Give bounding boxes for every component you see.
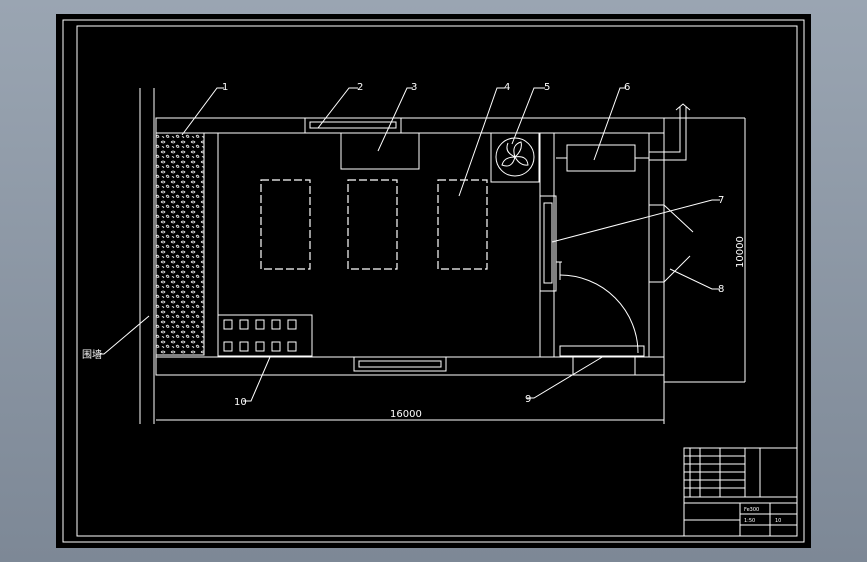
title-block-drawing-no: 10 (775, 518, 781, 524)
callout-6: 6 (624, 82, 630, 93)
callout-1: 1 (222, 82, 228, 93)
title-block-material: Fe300 (744, 507, 759, 513)
side-room-sill (572, 356, 636, 376)
bottom-window-glass (358, 360, 442, 368)
leader-lines (100, 87, 720, 402)
side-room-step (559, 345, 645, 357)
outer-border (62, 19, 805, 543)
title-block (683, 447, 798, 537)
callout-8: 8 (718, 284, 724, 295)
fan-icon (495, 137, 535, 177)
callout-7: 7 (718, 195, 724, 206)
battery-rack (217, 314, 313, 357)
title-block-scale: 1:50 (744, 518, 755, 524)
wall-label: 围墙 (82, 348, 102, 361)
door-swing-arc (559, 274, 639, 354)
callout-3: 3 (411, 82, 417, 93)
bottom-window (353, 356, 447, 372)
inner-border (76, 25, 798, 537)
fan-blades (501, 141, 529, 167)
callout-4: 4 (504, 82, 510, 93)
dimension-width: 16000 (390, 409, 422, 420)
duct-arrow (675, 103, 691, 111)
vent-louver-top (663, 204, 694, 233)
vent-louver-bottom (663, 255, 691, 283)
top-window-glass (309, 121, 397, 129)
callout-2: 2 (357, 82, 363, 93)
exhaust-fan-frame (490, 132, 540, 183)
control-panel-inner (543, 202, 553, 284)
equipment-block-2 (347, 179, 398, 270)
callout-10: 10 (234, 397, 247, 408)
duct-pipe (649, 107, 687, 161)
cabinet (340, 132, 420, 170)
control-panel (539, 195, 557, 292)
equipment-block-1 (260, 179, 311, 270)
callout-9: 9 (525, 394, 531, 405)
gravel-area (155, 132, 205, 356)
battery-cells (223, 319, 297, 352)
callout-5: 5 (544, 82, 550, 93)
equipment-block-3 (437, 179, 488, 270)
dimension-height: 10000 (735, 236, 746, 268)
